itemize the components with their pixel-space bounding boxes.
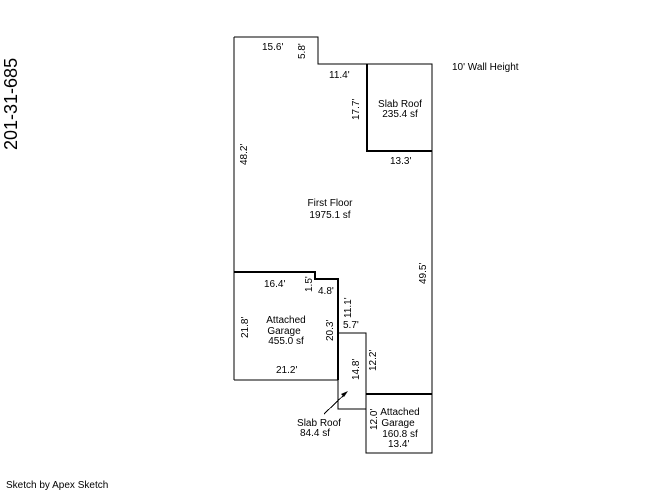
garage-bottom-name-1: Attached xyxy=(380,407,419,418)
dim-garage-bottom: 21.2' xyxy=(276,365,297,376)
slab-roof-top-area: 235.4 sf xyxy=(382,109,418,120)
dim-garage-right: 20.3' xyxy=(325,320,336,341)
first-floor-area: 1975.1 sf xyxy=(309,210,350,221)
dim-lower-right: 12.2' xyxy=(368,350,379,371)
slab-roof-bottom-name: Slab Roof xyxy=(297,418,341,429)
slab-roof-top-outline xyxy=(366,64,432,152)
dim-right-side: 49.5' xyxy=(418,263,429,284)
garage-bottom-area: 160.8 sf xyxy=(382,429,418,440)
dim-top-right: 11.4' xyxy=(329,70,350,81)
attached-garage-bottom-outline xyxy=(365,394,433,454)
slab-roof-bottom-area: 84.4 sf xyxy=(300,428,330,439)
dim-top-left: 15.6' xyxy=(262,42,283,53)
dim-slab-height: 17.7' xyxy=(351,99,362,120)
dim-garage-step: 4.8' xyxy=(318,286,334,297)
footer-credit: Sketch by Apex Sketch xyxy=(6,480,108,490)
dim-inner-vertical: 11.1' xyxy=(343,297,354,318)
garage-left-name-2: Garage xyxy=(267,326,301,337)
dim-bottom-garage-bottom: 13.4' xyxy=(388,439,409,450)
garage-left-area: 455.0 sf xyxy=(268,336,304,347)
dim-lower-left: 14.8' xyxy=(351,359,362,380)
slab-roof-bottom-leader xyxy=(323,392,347,415)
slab-roof-bottom-arrowhead xyxy=(341,391,348,397)
first-floor-outline xyxy=(234,36,433,394)
dim-top-notch: 5.8' xyxy=(297,43,308,59)
parcel-id: 201-31-685 xyxy=(1,58,21,150)
garage-left-name-1: Attached xyxy=(266,315,305,326)
first-floor-name: First Floor xyxy=(308,198,354,209)
dim-garage-notch: 1.5' xyxy=(304,276,315,292)
dim-left-side: 48.2' xyxy=(239,144,250,165)
dim-slab-bottom: 13.3' xyxy=(390,156,411,167)
garage-bottom-name-2: Garage xyxy=(381,418,415,429)
dim-bottom-garage-left: 12.0' xyxy=(369,409,380,430)
dim-garage-top: 16.4' xyxy=(264,279,285,290)
wall-height-note: 10' Wall Height xyxy=(452,62,519,73)
attached-garage-left-outline xyxy=(234,271,339,380)
slab-roof-top-name: Slab Roof xyxy=(378,99,422,110)
dim-inner-step: 5.7' xyxy=(343,320,359,331)
dim-garage-left: 21.8' xyxy=(240,317,251,338)
